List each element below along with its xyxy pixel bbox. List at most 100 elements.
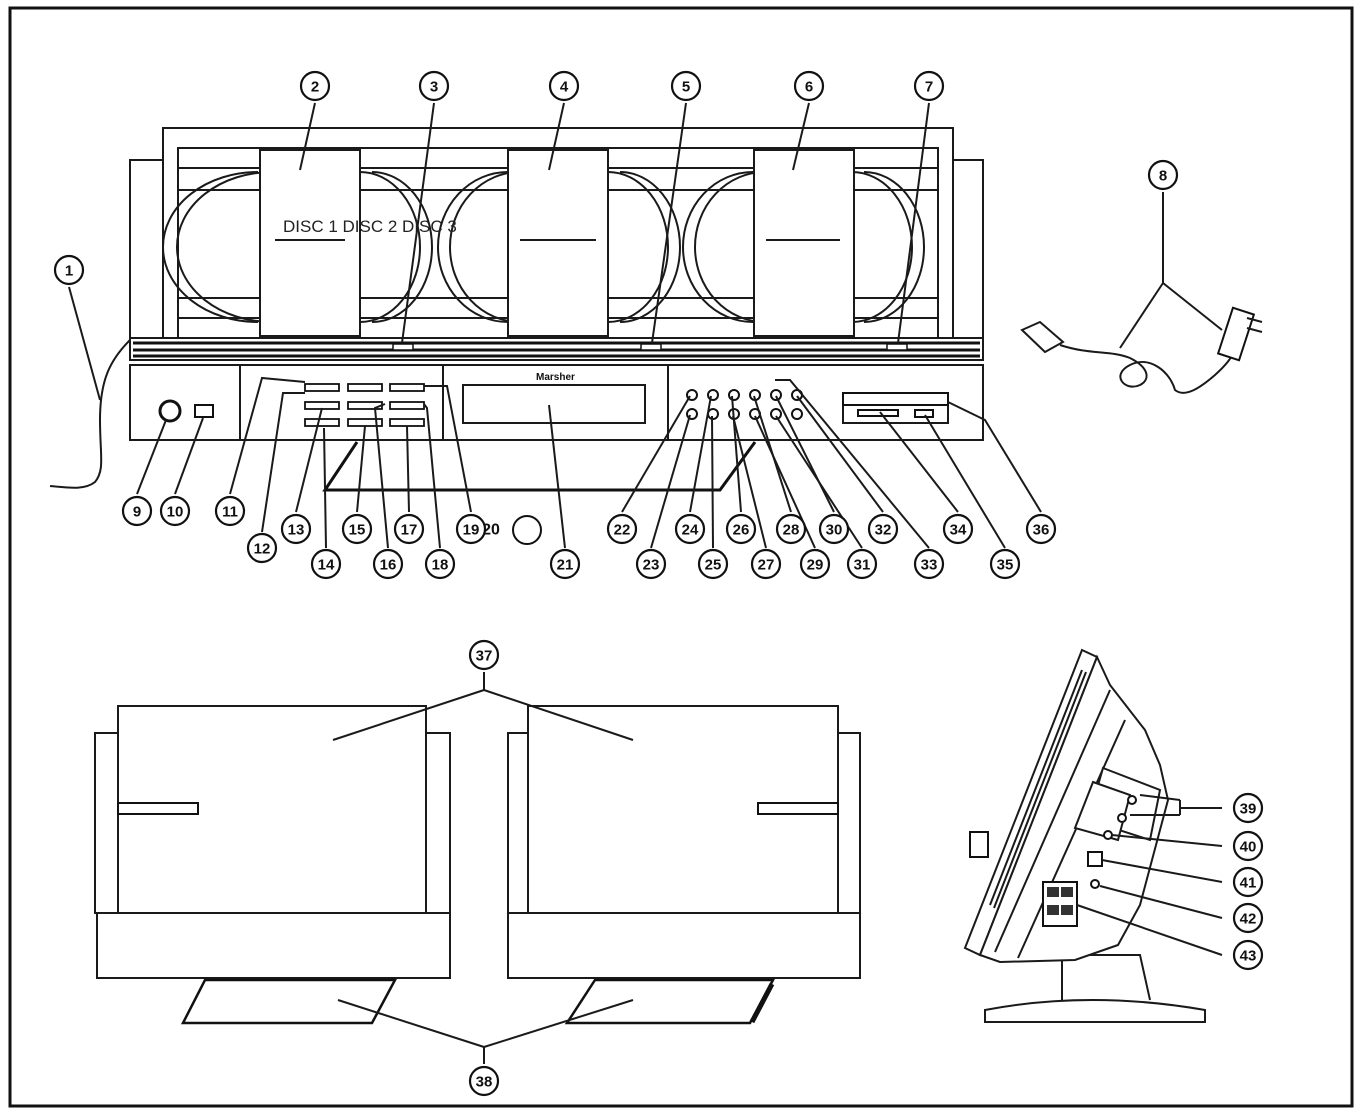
- callout-23: 23: [635, 548, 667, 580]
- adapter-brick: [1216, 306, 1256, 362]
- callout-circle: [1147, 159, 1179, 191]
- callout-number: 36: [1033, 522, 1050, 539]
- right-side-column: [952, 159, 984, 359]
- callout-circle: [818, 513, 850, 545]
- aux-jack: [1103, 830, 1113, 840]
- callout-number: 3: [430, 79, 438, 96]
- callout-number: 8: [1159, 168, 1167, 185]
- disc-cover-1: [259, 149, 361, 337]
- callout-27: 27: [750, 548, 782, 580]
- callout-circle: [468, 1065, 500, 1097]
- callout-8: 8: [1147, 159, 1179, 191]
- callout-circle: [246, 532, 278, 564]
- callout-2: 2: [299, 70, 331, 102]
- callout-number: 13: [288, 522, 305, 539]
- callout-22: 22: [606, 513, 638, 545]
- callout-number: 39: [1240, 801, 1257, 818]
- callout-34: 34: [942, 513, 974, 545]
- disc-button-2: [640, 343, 662, 351]
- callout-number: 18: [432, 557, 449, 574]
- callout-circle: [372, 548, 404, 580]
- callout-39: 39: [1232, 792, 1264, 824]
- callout-circle: [793, 70, 825, 102]
- side-view: [963, 648, 1223, 1023]
- disc-cover-3: [753, 149, 855, 337]
- remote-control-sensor: [512, 515, 542, 545]
- callout-circle: [989, 548, 1021, 580]
- callout-number: 9: [133, 504, 141, 521]
- callout-number: 29: [807, 557, 824, 574]
- callout-circle: [697, 548, 729, 580]
- callout-circle: [913, 70, 945, 102]
- disc-label: DISC 1 DISC 2 DISC 3: [283, 217, 457, 236]
- callout-number: 10: [167, 504, 184, 521]
- callout-number: 40: [1240, 839, 1257, 856]
- callout-circle: [913, 548, 945, 580]
- callout-circle: [635, 548, 667, 580]
- callout-24: 24: [674, 513, 706, 545]
- callout-29: 29: [799, 548, 831, 580]
- callout-42: 42: [1232, 902, 1264, 934]
- callout-number: 6: [805, 79, 813, 96]
- callout-circle: [393, 513, 425, 545]
- disc-cover-2: [507, 149, 609, 337]
- callout-number: 27: [758, 557, 775, 574]
- callout-circle: [214, 495, 246, 527]
- callout-33: 33: [913, 548, 945, 580]
- power-knob: [158, 399, 182, 423]
- disc-3: [682, 171, 925, 323]
- callout-number: 7: [925, 79, 933, 96]
- callout-number: 23: [643, 557, 660, 574]
- power-adapter: [1020, 192, 1263, 394]
- callout-number: 21: [557, 557, 574, 574]
- callout-14: 14: [310, 548, 342, 580]
- callout-circle: [1232, 902, 1264, 934]
- line-in-jack-lower: [1117, 813, 1127, 823]
- callout-number: 33: [921, 557, 938, 574]
- usb-port: [914, 409, 934, 418]
- callout-circle: [548, 70, 580, 102]
- callout-41: 41: [1232, 866, 1264, 898]
- callout-38: 38: [468, 1065, 500, 1097]
- disc-1: [162, 171, 433, 323]
- callout-circle: [53, 254, 85, 286]
- callout-28: 28: [775, 513, 807, 545]
- callout-number: 2: [311, 79, 319, 96]
- callout-number: 19: [463, 522, 480, 539]
- callout-30: 30: [818, 513, 850, 545]
- adapter-cable: [1059, 344, 1239, 394]
- callout-circle: [670, 70, 702, 102]
- callout-1: 1: [53, 254, 85, 286]
- line-in-jack-upper: [1127, 795, 1137, 805]
- antenna-wire: [49, 339, 131, 489]
- callout-circle: [867, 513, 899, 545]
- speakers: [94, 672, 861, 1064]
- callout-number: 17: [401, 522, 418, 539]
- callout-26: 26: [725, 513, 757, 545]
- callout-circle: [1232, 939, 1264, 971]
- callout-19: 19: [455, 513, 487, 545]
- callout-number: 4: [560, 79, 569, 96]
- callout-number: 5: [682, 79, 690, 96]
- callout-number: 34: [950, 522, 967, 539]
- callout-number: 22: [614, 522, 631, 539]
- callout-circle: [310, 548, 342, 580]
- callout-number: 24: [682, 522, 699, 539]
- callout-16: 16: [372, 548, 404, 580]
- callout-12: 12: [246, 532, 278, 564]
- callout-number: 28: [783, 522, 800, 539]
- side-view-body: [978, 654, 1170, 964]
- callout-37: 37: [468, 639, 500, 671]
- callout-9: 9: [121, 495, 153, 527]
- callout-circle: [121, 495, 153, 527]
- callout-40: 40: [1232, 830, 1264, 862]
- callout-6: 6: [793, 70, 825, 102]
- callout-circle: [341, 513, 373, 545]
- callout-32: 32: [867, 513, 899, 545]
- callout-number: 37: [476, 648, 493, 665]
- callout-25: 25: [697, 548, 729, 580]
- dc-in-socket: [1087, 851, 1103, 867]
- callout-number: 15: [349, 522, 366, 539]
